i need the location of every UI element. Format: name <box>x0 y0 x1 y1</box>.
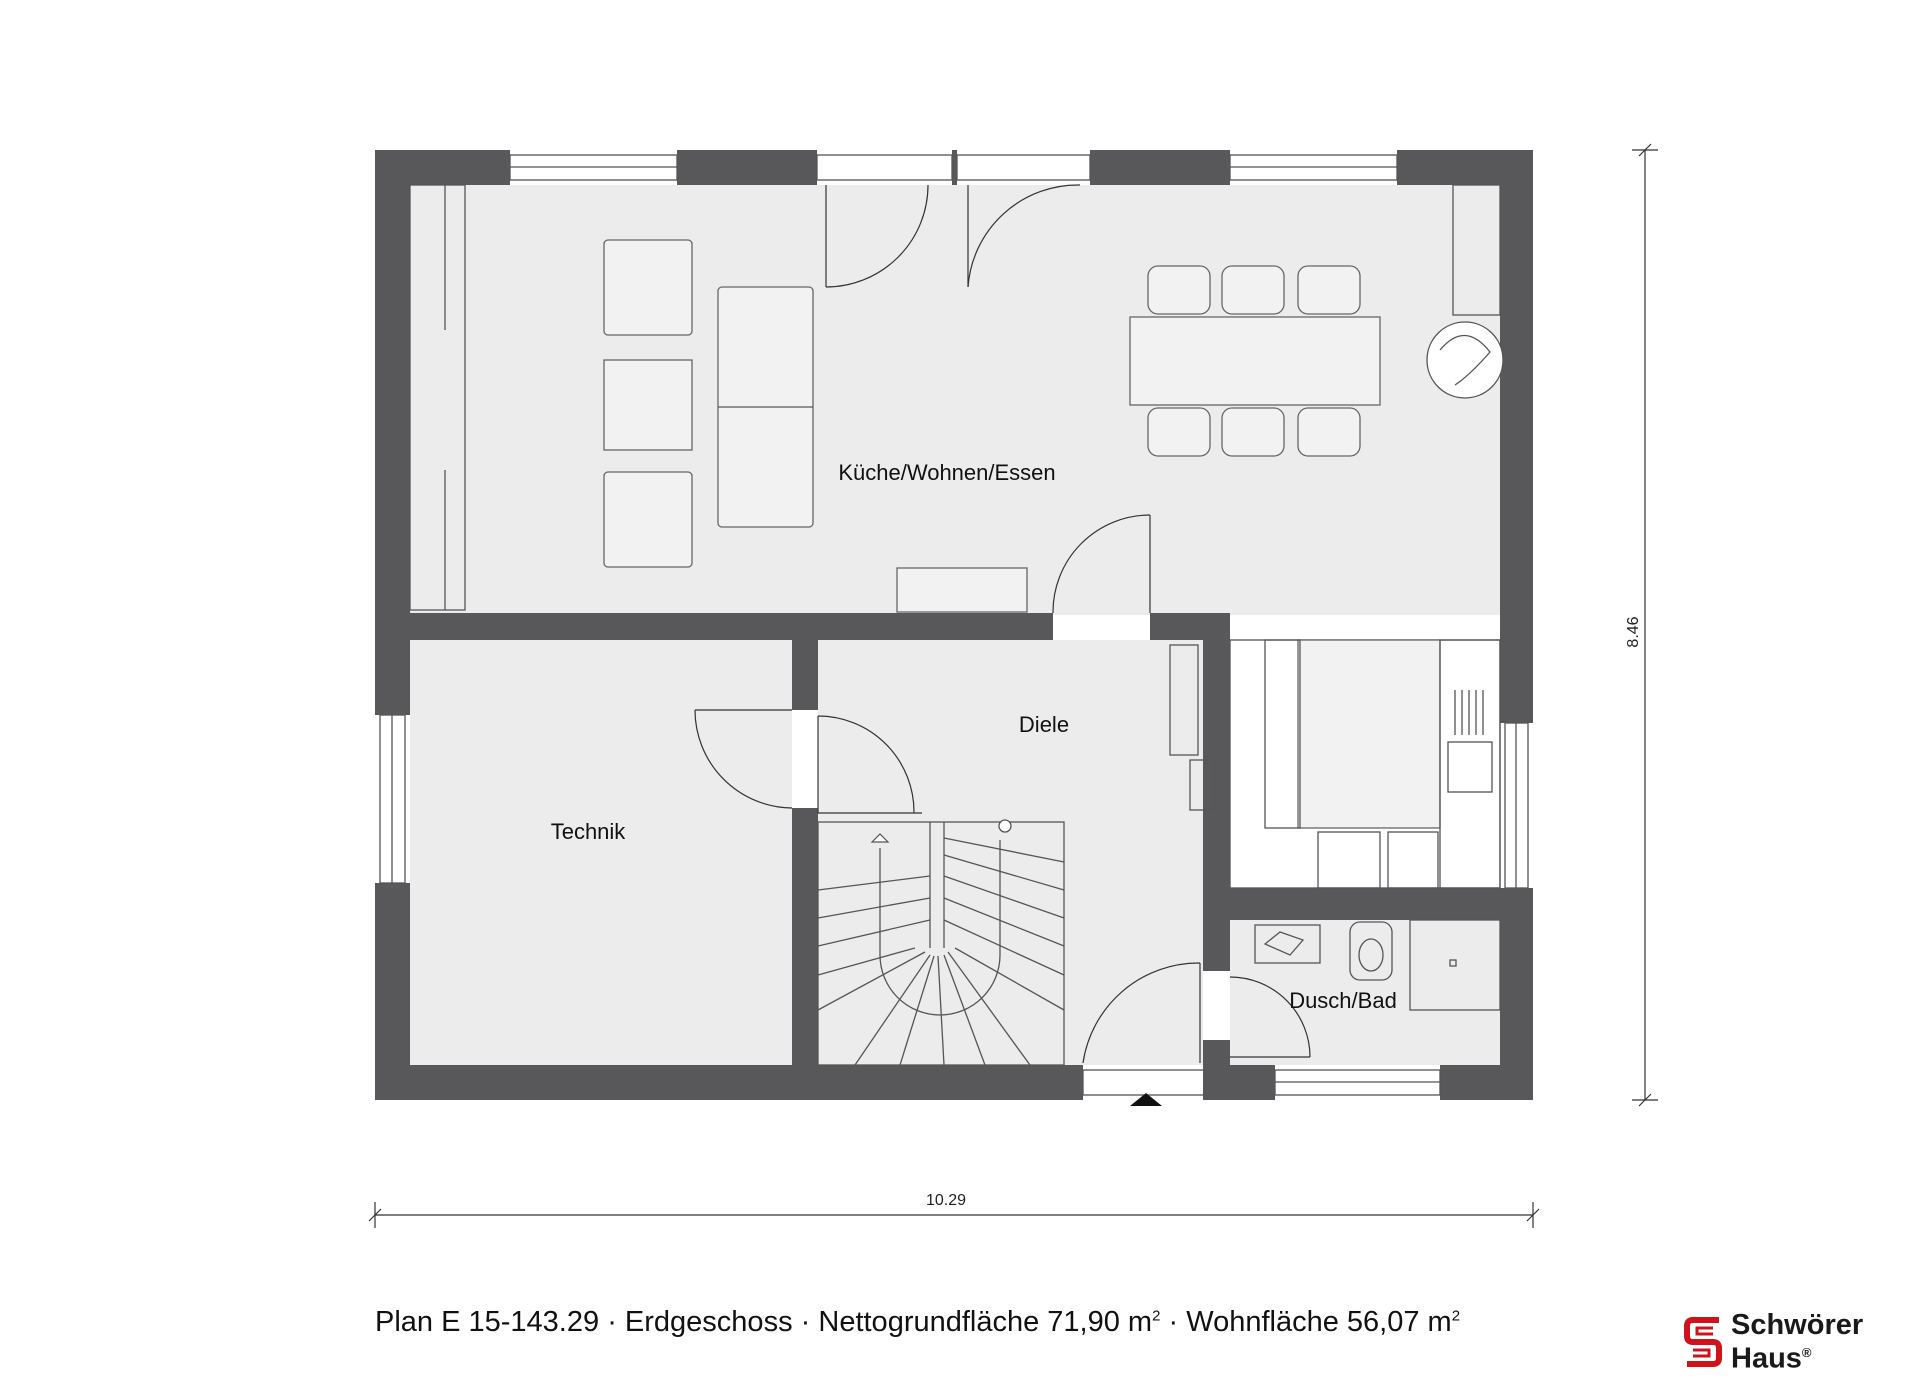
dimension-width: 10.29 <box>368 1192 1540 1228</box>
logo-s-icon <box>1684 1317 1722 1367</box>
dimension-width-label: 10.29 <box>926 1192 966 1209</box>
plan-caption: Plan E 15-143.29 · Erdgeschoss · Nettogr… <box>375 1306 1460 1339</box>
room-label-kueche-wohnen-essen: Küche/Wohnen/Essen <box>838 460 1055 485</box>
dimension-depth-label: 8.46 <box>1625 616 1642 647</box>
outer-walls <box>375 150 1533 1100</box>
bath-fixtures <box>1254 919 1501 1011</box>
plan-number: Plan E 15-143.29 <box>375 1306 600 1338</box>
dimension-depth: 8.46 <box>1625 143 1658 1107</box>
living-furniture <box>603 239 1504 613</box>
caption-separator: · <box>800 1306 811 1338</box>
schwoerer-haus-logo: Schwörer Haus® <box>1683 1309 1864 1375</box>
floor-name: Erdgeschoss <box>624 1306 793 1338</box>
room-label-technik: Technik <box>551 819 627 844</box>
kitchen-units <box>1169 639 1501 889</box>
caption-separator: · <box>1168 1306 1179 1338</box>
living-area: Wohnfläche 56,07 m2 <box>1186 1306 1461 1338</box>
room-label-diele: Diele <box>1019 712 1069 737</box>
net-floor-area: Nettogrundfläche 71,90 m2 <box>818 1306 1161 1338</box>
logo-line1: Schwörer <box>1731 1309 1864 1342</box>
doors <box>694 184 1311 1106</box>
interior-walls <box>410 613 1533 1100</box>
caption-separator: · <box>607 1306 617 1338</box>
logo-line2: Haus® <box>1731 1342 1812 1375</box>
room-label-dusch-bad: Dusch/Bad <box>1289 988 1397 1013</box>
staircase <box>817 819 1065 1066</box>
